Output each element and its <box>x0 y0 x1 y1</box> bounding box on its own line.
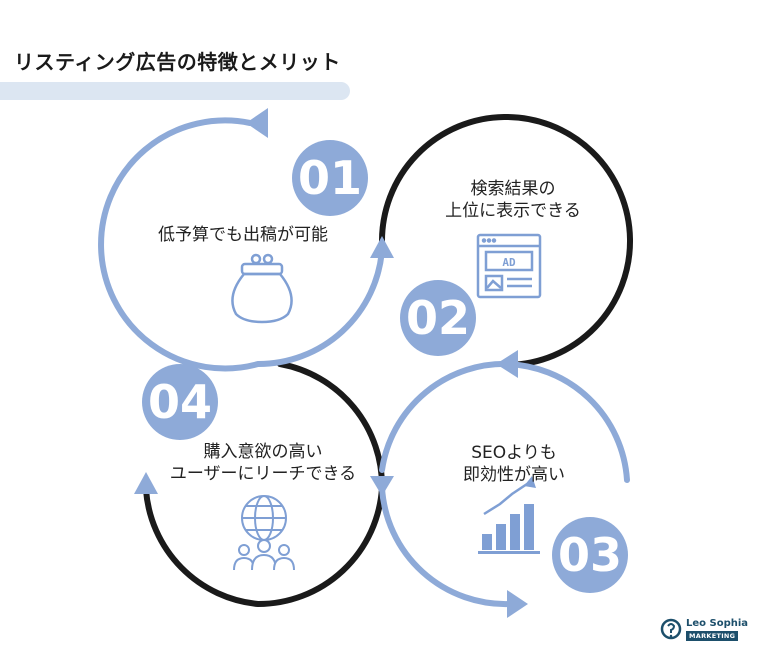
arrow-01-head <box>246 108 268 138</box>
arrow-03-head-bottom <box>507 590 528 618</box>
title-underline-bar <box>0 82 350 100</box>
coin-purse-icon <box>231 253 293 324</box>
arrow-03-head-top <box>496 350 518 378</box>
growth-chart-icon <box>478 476 540 554</box>
arrow-02-head <box>370 236 394 258</box>
circle-04-ring <box>143 361 386 608</box>
page-title: リスティング広告の特徴とメリット <box>14 50 341 74</box>
global-users-icon <box>233 495 295 571</box>
brand-logo: Leo Sophia MARKETING <box>660 616 750 646</box>
number-02-disc <box>400 280 476 356</box>
number-04: 04 <box>148 375 212 429</box>
arrow-04-head-left <box>134 472 158 494</box>
logo-tagline: MARKETING <box>686 631 739 641</box>
item-01-text: 低予算でも出稿が可能 <box>158 225 328 245</box>
number-04-disc <box>142 364 218 440</box>
number-02: 02 <box>406 291 470 345</box>
logo-name: Leo Sophia <box>686 618 749 629</box>
item-03-text: SEOよりも 即効性が高い <box>463 443 565 485</box>
ad-webpage-icon <box>476 233 542 299</box>
circle-01-ring <box>98 117 385 372</box>
number-03-disc <box>552 517 628 593</box>
number-01: 01 <box>298 151 362 205</box>
leo-sophia-logo-icon <box>660 618 682 640</box>
ad-icon-label: AD <box>502 256 516 269</box>
circle-03-ring <box>379 360 630 608</box>
item-04-text: 購入意欲の高い ユーザーにリーチできる <box>169 442 357 484</box>
number-03: 03 <box>558 528 622 582</box>
item-02-text: 検索結果の 上位に表示できる <box>445 179 581 221</box>
number-01-disc <box>292 140 368 216</box>
arrow-04-head-right <box>370 476 394 496</box>
circle-02-ring <box>378 114 633 368</box>
